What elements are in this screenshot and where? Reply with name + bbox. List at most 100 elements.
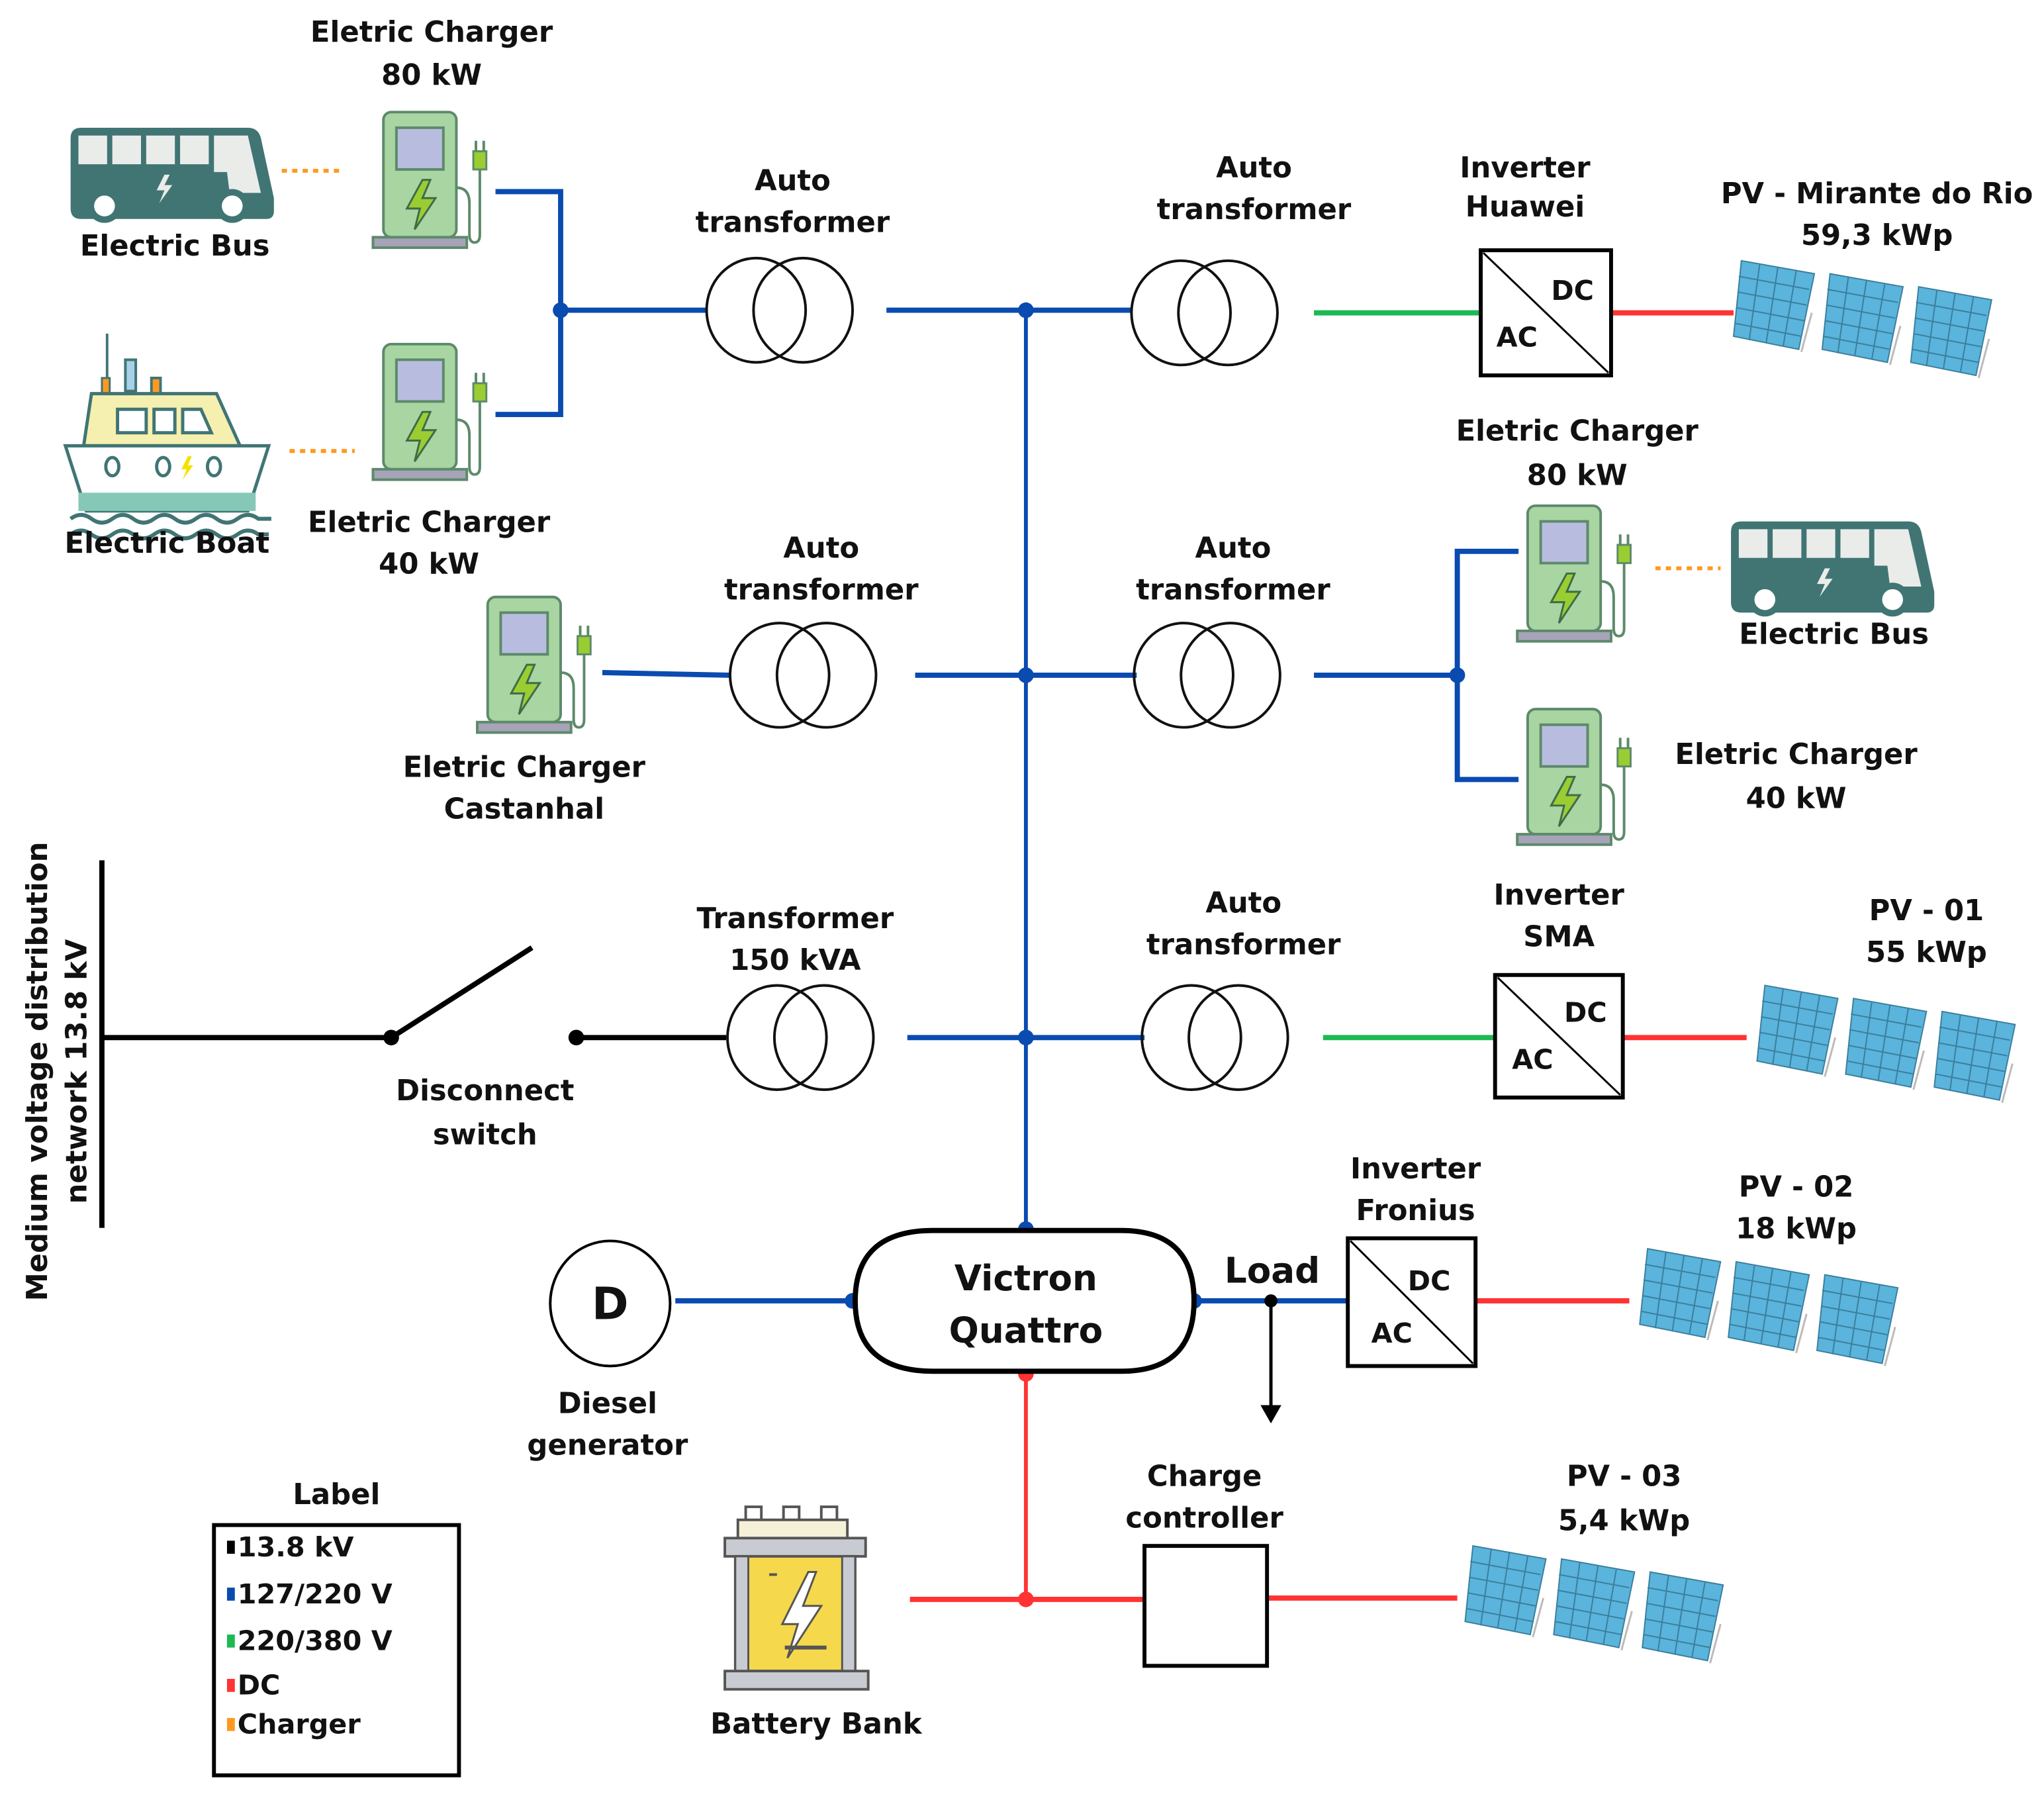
label-line1: Diesel: [558, 1387, 657, 1420]
label-line2: Quattro: [949, 1310, 1103, 1351]
label-line2: network 13.8 kV: [60, 939, 93, 1204]
ac-label: AC: [1371, 1317, 1413, 1349]
label: Electric Bus: [80, 230, 270, 263]
label-line1: PV - Mirante do Rio: [1721, 177, 2033, 211]
ev-charger-castanhal: Eletric Charger Castanhal: [403, 595, 646, 826]
label-line1: Eletric Charger: [308, 506, 551, 539]
label-line2: 40 kW: [379, 547, 479, 581]
label-line2: generator: [527, 1429, 688, 1462]
label-line1: PV - 02: [1739, 1170, 1854, 1204]
legend-swatch: [226, 1588, 235, 1601]
ev-charger-icon: [371, 111, 488, 250]
label-line1: Eletric Charger: [1456, 414, 1699, 448]
label-line2: SMA: [1523, 920, 1595, 953]
label-line2: switch: [433, 1119, 537, 1152]
solar-panel-icon: [1640, 1249, 1898, 1366]
generator-icon: [549, 1239, 672, 1368]
label-line1: Auto: [1205, 886, 1281, 920]
node: [1018, 1029, 1034, 1046]
diesel-generator: D Diesel generator: [527, 1239, 688, 1462]
label-line1: Inverter: [1460, 152, 1591, 185]
label-line2: transformer: [1157, 193, 1352, 226]
autotransformer-4: Auto transformer: [1133, 532, 1330, 729]
charge-controller: Charge controller: [1125, 1460, 1284, 1668]
label: Electric Bus: [1739, 618, 1929, 651]
load-node: [1264, 1294, 1278, 1307]
label-line2: 150 kVA: [729, 944, 861, 977]
node: [553, 302, 569, 318]
label-line1: PV - 01: [1869, 894, 1984, 927]
transformer-icon: [1130, 259, 1279, 367]
dc-label: DC: [1551, 275, 1594, 307]
label-line2: 18 kWp: [1736, 1212, 1857, 1245]
legend-swatch: [226, 1541, 235, 1554]
switch-contact: [568, 1029, 584, 1046]
transformer-icon: [705, 256, 855, 364]
bus-icon: [70, 127, 274, 223]
generator-symbol: D: [592, 1278, 629, 1330]
label-line1: Transformer: [697, 902, 894, 935]
autotransformer-5: Auto transformer: [1140, 886, 1341, 1091]
charge-controller-icon: [1142, 1544, 1270, 1668]
legend-item-label: 13.8 kV: [238, 1531, 354, 1563]
label-line2: 5,4 kWp: [1558, 1505, 1690, 1538]
autotransformer-1: Auto transformer: [696, 164, 890, 364]
label: Battery Bank: [710, 1708, 923, 1741]
node: [1449, 667, 1465, 683]
ev-charger-icon: [1516, 504, 1632, 643]
inverter-fronius: Inverter Fronius DC AC: [1346, 1153, 1481, 1368]
label-line1: Eletric Charger: [1675, 738, 1918, 771]
disconnect-switch[interactable]: Disconnect switch: [396, 1074, 574, 1152]
ev-charger-40kw-right: Eletric Charger 40 kW: [1516, 708, 1918, 846]
ev-charger-80kw-left: Eletric Charger 80 kW: [310, 16, 553, 250]
battery-icon: [723, 1505, 870, 1691]
transformer-150kva: Transformer 150 kVA: [697, 902, 894, 1091]
inverter-huawei: Inverter Huawei DC AC: [1460, 152, 1613, 378]
ev-charger-icon: [476, 595, 592, 734]
solar-panel-icon: [1757, 986, 2015, 1103]
autotransformer-2: Auto transformer: [1130, 152, 1352, 367]
label-line2: transformer: [1146, 928, 1341, 961]
pv-02: PV - 02 18 kWp: [1640, 1170, 1898, 1366]
legend-swatch: [226, 1635, 235, 1648]
mv-network: Medium voltage distribution network 13.8…: [21, 842, 93, 1302]
ac-label: AC: [1497, 322, 1538, 354]
legend-item-label: 220/380 V: [238, 1625, 393, 1657]
legend-item-label: Charger: [238, 1709, 361, 1740]
transformer-icon: [1140, 984, 1289, 1091]
pv-03: PV - 03 5,4 kWp: [1465, 1460, 1723, 1664]
label-line2: controller: [1125, 1502, 1283, 1535]
wire-castanhal-to-autotrafo3: [602, 670, 731, 678]
legend-swatch: [226, 1718, 235, 1731]
label-line1: Auto: [755, 164, 831, 197]
label-line2: transformer: [724, 574, 919, 607]
label-line1: Disconnect: [396, 1074, 574, 1108]
ev-charger-icon: [371, 342, 488, 481]
label-line2: transformer: [1136, 574, 1330, 607]
label-line1: Auto: [1195, 532, 1272, 565]
transformer-icon: [728, 622, 878, 729]
transformer-icon: [726, 984, 875, 1091]
label-line2: Huawei: [1465, 191, 1585, 224]
dc-label: DC: [1564, 997, 1607, 1029]
label-line1: Auto: [1216, 152, 1292, 185]
label-line1: Auto: [783, 532, 859, 565]
victron-quattro-icon: [853, 1227, 1197, 1374]
battery-bank: Battery Bank: [710, 1505, 923, 1741]
label: Electric Boat: [65, 527, 270, 560]
boat-icon: [63, 334, 271, 541]
pv-mirante-do-rio: PV - Mirante do Rio 59,3 kWp: [1721, 177, 2033, 378]
label-line2: 55 kWp: [1866, 936, 1987, 969]
solar-panel-icon: [1465, 1546, 1723, 1663]
legend-item-label: 127/220 V: [238, 1578, 393, 1610]
wire-charger-feeders-top-left: [495, 189, 563, 418]
pv-01: PV - 01 55 kWp: [1757, 894, 2015, 1103]
node: [1018, 1591, 1034, 1607]
label-line1: PV - 03: [1567, 1460, 1682, 1494]
label-line2: 40 kW: [1746, 783, 1847, 816]
ev-charger-80kw-right: Eletric Charger 80 kW: [1456, 414, 1699, 643]
node: [1018, 302, 1034, 318]
solar-panel-icon: [1734, 261, 1992, 378]
legend-swatch: [226, 1678, 235, 1692]
